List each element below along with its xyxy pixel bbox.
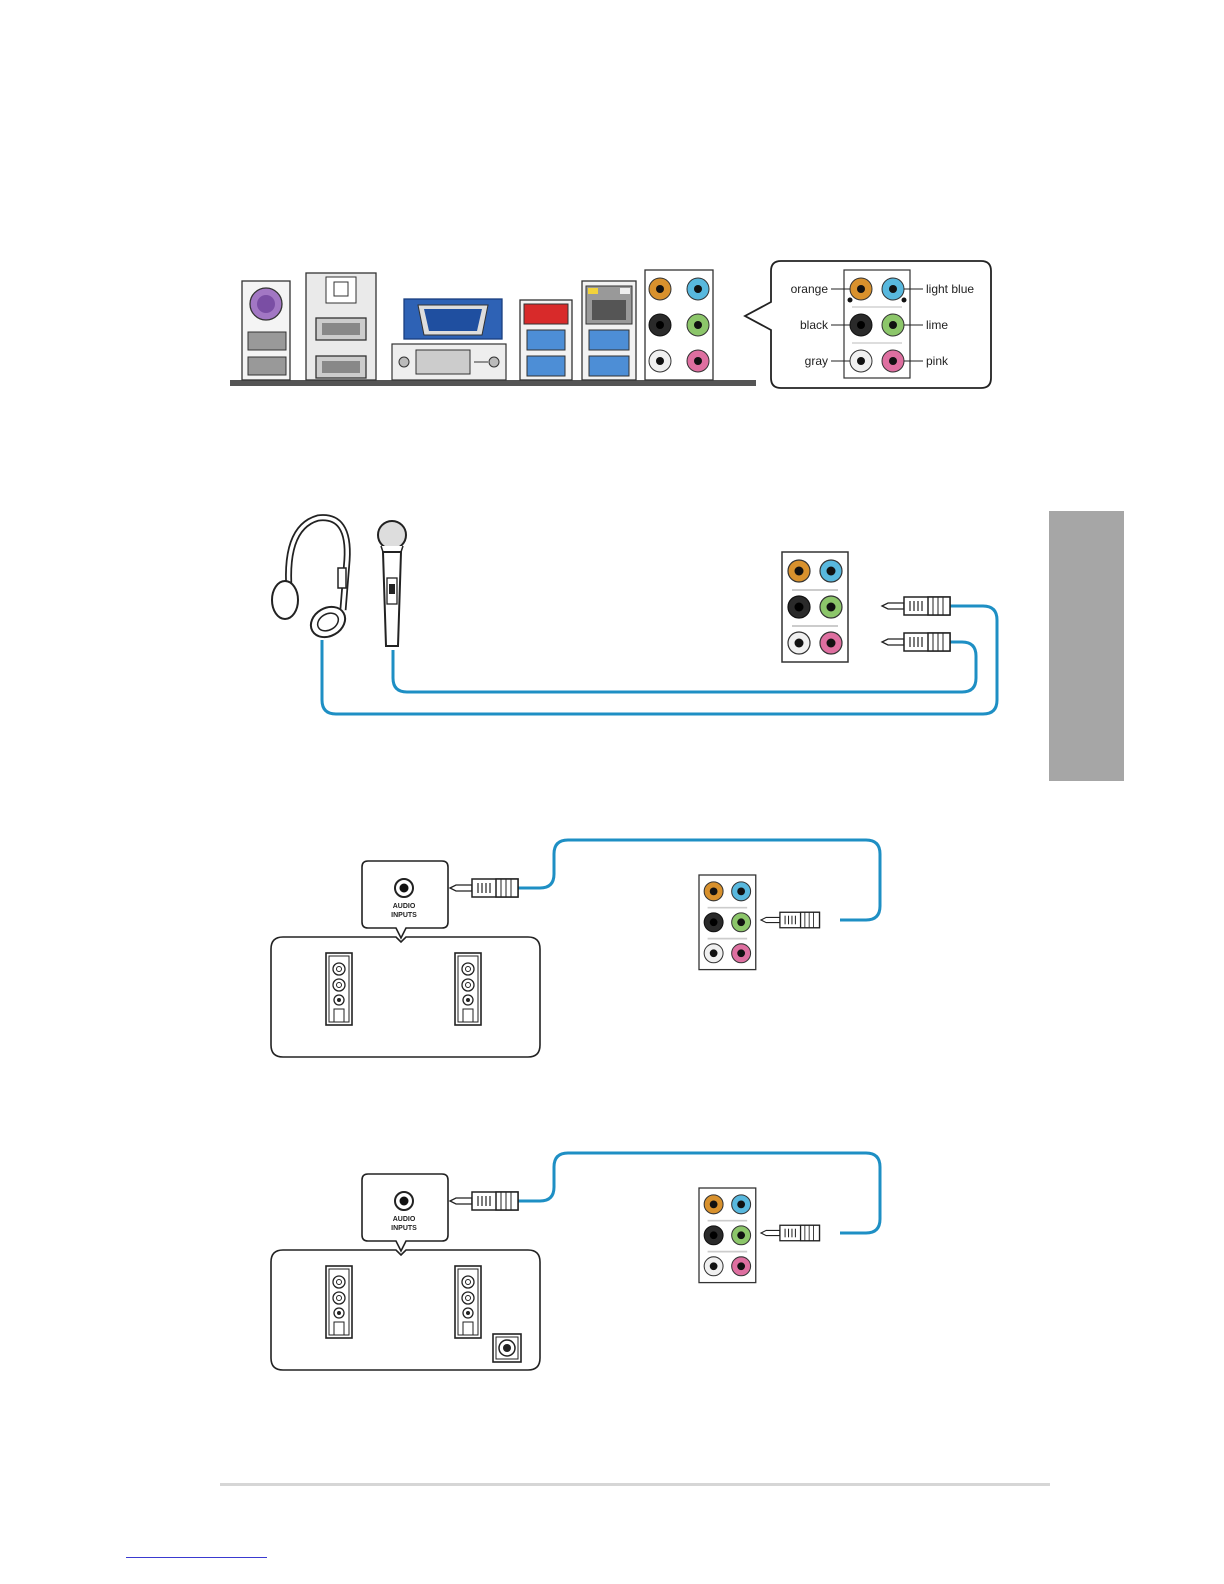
line-out-plug xyxy=(761,912,819,927)
headphone-mic-connection xyxy=(272,518,997,714)
microphone-plug xyxy=(882,633,950,651)
speaker-subwoofer-connection: AUDIO INPUTS xyxy=(271,1153,880,1370)
vga-dvi-stack xyxy=(392,299,506,380)
audio-input-label-line1: AUDIO xyxy=(393,1216,416,1223)
legend-label-orange: orange xyxy=(791,282,829,296)
headphones-icon xyxy=(272,518,351,643)
hdmi-displayport-stack xyxy=(306,273,376,380)
legend-label-black: black xyxy=(800,318,829,332)
headphone-cable xyxy=(322,606,997,714)
lan-usb3-stack xyxy=(582,281,636,380)
legend-label-gray: gray xyxy=(805,354,828,368)
headphone-plug xyxy=(882,597,950,615)
legend-label-light-blue: light blue xyxy=(926,282,974,296)
speaker-input-plug xyxy=(450,879,518,897)
left-speaker-icon xyxy=(326,1266,352,1338)
subwoofer-icon xyxy=(493,1334,521,1362)
legend-label-pink: pink xyxy=(926,354,949,368)
rear-io-panel xyxy=(230,270,756,386)
audio-jack-panel xyxy=(782,552,848,662)
line-out-plug xyxy=(761,1225,819,1240)
speaker-input-plug xyxy=(450,1192,518,1210)
right-speaker-icon xyxy=(455,1266,481,1338)
footer-divider xyxy=(220,1483,1050,1486)
microphone-icon xyxy=(378,521,406,646)
audio-jack-panel xyxy=(699,875,756,970)
esata-usb3-stack xyxy=(520,300,572,380)
two-channel-speaker-connection: AUDIO INPUTS xyxy=(271,840,880,1057)
audio-input-label-line2: INPUTS xyxy=(391,1225,417,1232)
rear-audio-jacks xyxy=(645,270,713,380)
audio-jack-color-legend: orange black gray light blue lime pink xyxy=(745,261,991,388)
audio-input-label-line1: AUDIO xyxy=(393,903,416,910)
legend-label-lime: lime xyxy=(926,318,948,332)
right-speaker-icon xyxy=(455,953,481,1025)
ps2-usb-port-stack xyxy=(242,281,290,380)
audio-input-label-line2: INPUTS xyxy=(391,912,417,919)
footer-link-underline xyxy=(126,1557,267,1558)
microphone-cable xyxy=(393,642,976,692)
left-speaker-icon xyxy=(326,953,352,1025)
audio-jack-panel xyxy=(699,1188,756,1283)
